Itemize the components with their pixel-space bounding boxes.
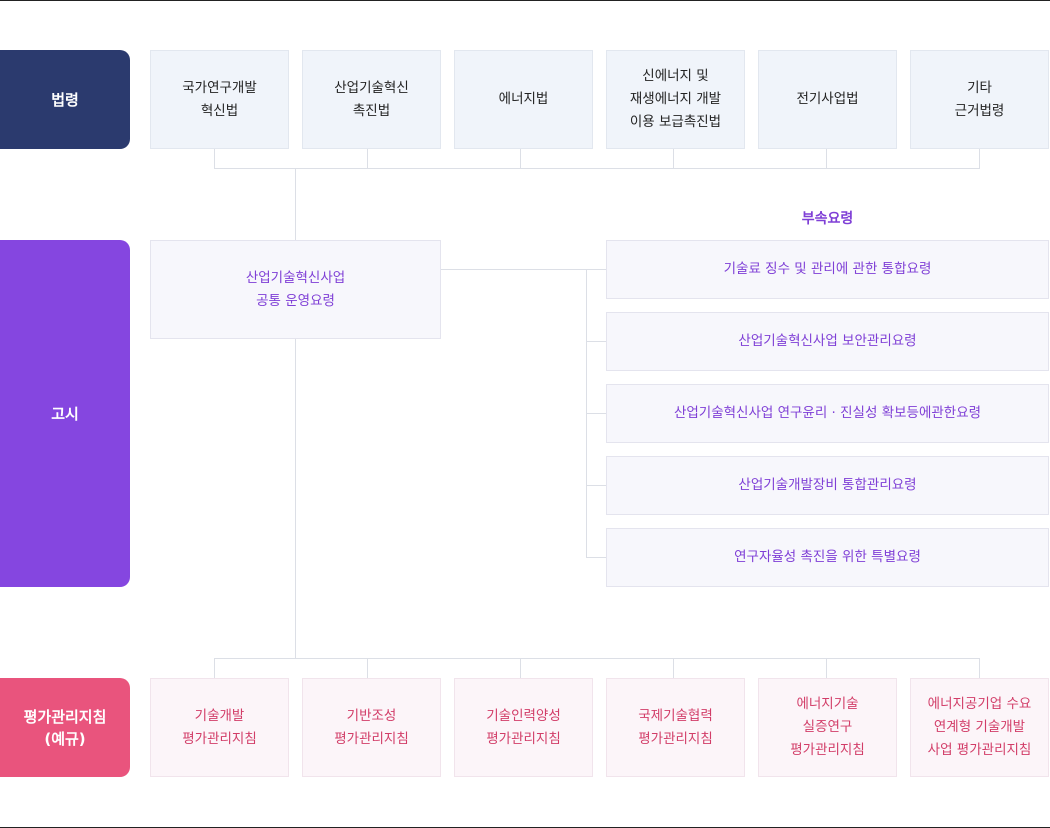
law-box-electricity-act: 전기사업법: [758, 50, 897, 149]
guide-box-infrastructure: 기반조성 평가관리지침: [302, 678, 441, 777]
connector-guide-drop-4: [673, 658, 674, 678]
category-guide: 평가관리지침 (예규): [0, 678, 130, 777]
connector-sub-branch-3: [586, 413, 606, 414]
sub-rule-ethics: 산업기술혁신사업 연구윤리 · 진실성 확보등에관한요령: [606, 384, 1049, 443]
connector-law-drop-4: [673, 149, 674, 169]
guide-box-energy-soe: 에너지공기업 수요 연계형 기술개발 사업 평가관리지침: [910, 678, 1049, 777]
law-box-renewable-act: 신에너지 및 재생에너지 개발 이용 보급촉진법: [606, 50, 745, 149]
sub-rules-title: 부속요령: [801, 211, 854, 227]
guide-box-energy-demo: 에너지기술 실증연구 평가관리지침: [758, 678, 897, 777]
law-box-other: 기타 근거법령: [910, 50, 1049, 149]
category-law: 법령: [0, 50, 130, 149]
sub-rule-equipment: 산업기술개발장비 통합관리요령: [606, 456, 1049, 515]
connector-main-to-guide: [295, 339, 296, 658]
law-box-energy-act: 에너지법: [454, 50, 593, 149]
connector-law-drop-1: [214, 149, 215, 169]
guide-box-workforce: 기술인력양성 평가관리지침: [454, 678, 593, 777]
guide-box-tech-dev: 기술개발 평가관리지침: [150, 678, 289, 777]
sub-rule-security: 산업기술혁신사업 보안관리요령: [606, 312, 1049, 371]
connector-guide-drop-1: [214, 658, 215, 678]
guide-box-international: 국제기술협력 평가관리지침: [606, 678, 745, 777]
connector-guide-drop-2: [367, 658, 368, 678]
connector-law-drop-2: [367, 149, 368, 169]
connector-sub-branch-2: [586, 341, 606, 342]
connector-guide-drop-5: [826, 658, 827, 678]
connector-main-to-sub: [441, 269, 606, 270]
connector-law-drop-5: [826, 149, 827, 169]
connector-law-bus: [214, 168, 980, 169]
connector-law-to-main: [295, 168, 296, 240]
law-box-innovation-act: 국가연구개발 혁신법: [150, 50, 289, 149]
sub-rule-autonomy: 연구자율성 촉진을 위한 특별요령: [606, 528, 1049, 587]
connector-guide-bus: [214, 658, 980, 659]
connector-law-drop-6: [979, 149, 980, 169]
notice-main-box: 산업기술혁신사업 공통 운영요령: [150, 240, 441, 339]
law-box-industrial-tech-act: 산업기술혁신 촉진법: [302, 50, 441, 149]
top-rule: [0, 0, 1050, 1]
connector-law-drop-3: [520, 149, 521, 169]
sub-rule-royalty: 기술료 징수 및 관리에 관한 통합요령: [606, 240, 1049, 299]
connector-guide-drop-6: [979, 658, 980, 678]
connector-sub-branch-4: [586, 485, 606, 486]
connector-guide-drop-3: [520, 658, 521, 678]
connector-sub-branch-5: [586, 557, 606, 558]
category-notice: 고시: [0, 240, 130, 587]
